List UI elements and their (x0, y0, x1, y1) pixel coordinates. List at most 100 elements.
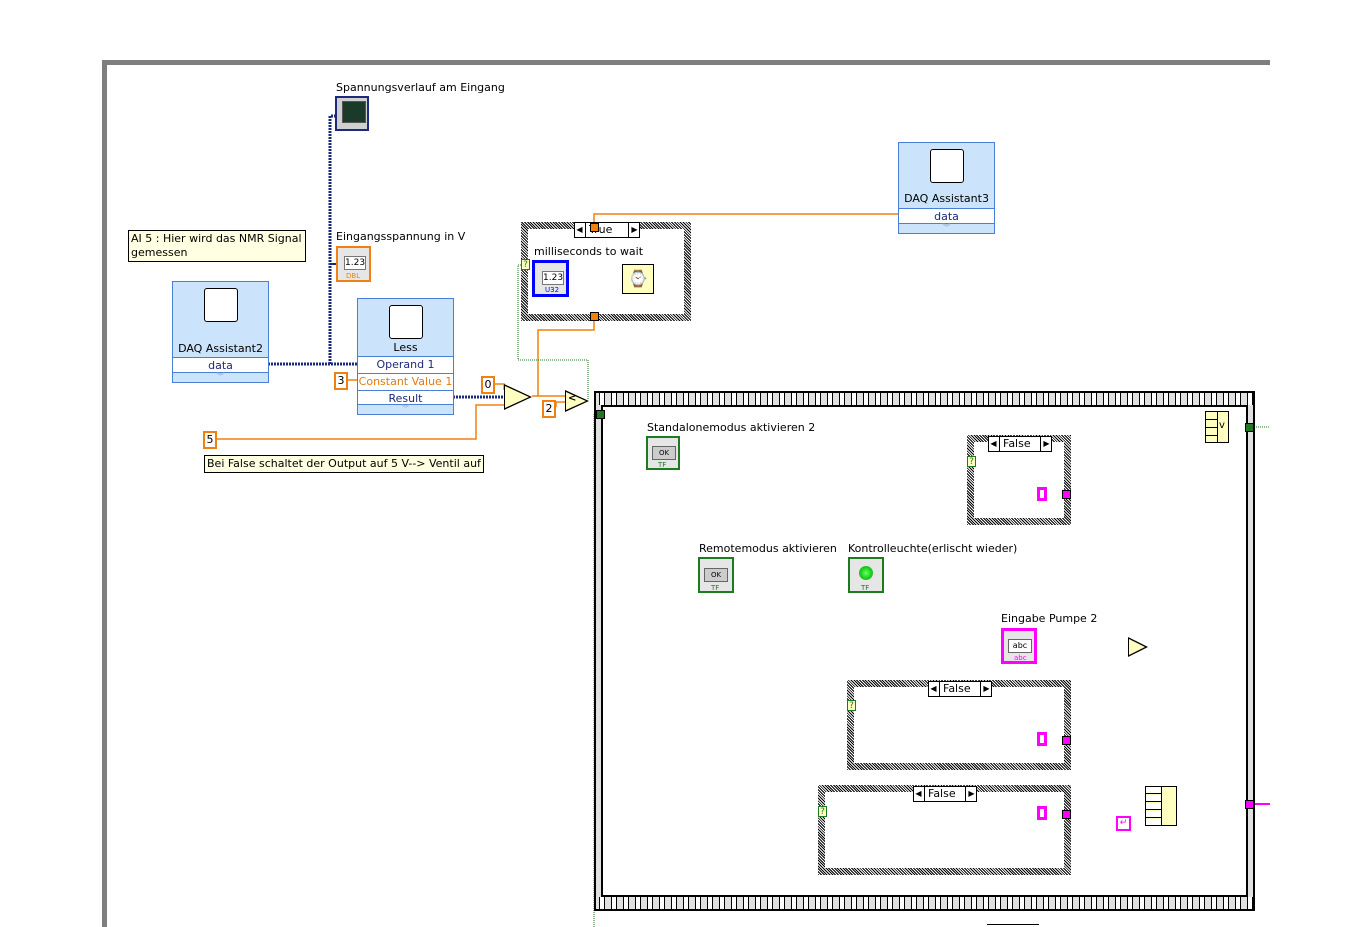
end-of-line-constant[interactable]: ↵ (1116, 816, 1131, 831)
case-selector-value: False (999, 437, 1041, 451)
loop-left-border (596, 405, 603, 897)
concat-inputs (1146, 787, 1162, 825)
graph-icon (342, 101, 366, 123)
case-tunnel-output (1062, 736, 1071, 745)
led-icon (859, 566, 873, 580)
graph-indicator-terminal[interactable] (335, 96, 369, 131)
ai5-comment: AI 5 : Hier wird das NMR Signal gemessen (128, 230, 306, 262)
constant-5[interactable]: 5 (203, 431, 217, 449)
constant-3[interactable]: 3 (334, 372, 348, 390)
case-tunnel-bottom (590, 312, 599, 321)
expand-chevron-icon[interactable]: ︾ (358, 404, 453, 414)
loop-top-border (596, 393, 1253, 407)
case-selector-terminal[interactable]: ? (521, 259, 530, 270)
pump-input-label: Eingabe Pumpe 2 (1001, 612, 1098, 625)
daq-assistant3-node[interactable]: DAQ Assistant3 data ︾ (898, 142, 995, 234)
ok-button-glyph: OK (704, 568, 728, 582)
empty-string-constant[interactable] (1037, 732, 1047, 746)
case-structure-a[interactable] (967, 435, 1071, 525)
case-tunnel-output (1062, 490, 1071, 499)
numeric-display: 1.23 (344, 256, 366, 270)
graph-indicator-label: Spannungsverlauf am Eingang (336, 81, 505, 94)
select-node-fill (505, 386, 529, 408)
compound-or-node[interactable]: v (1205, 411, 1229, 443)
numeric-indicator-label: Eingangsspannung in V (336, 230, 466, 243)
less-title: Less (393, 341, 418, 354)
less-result[interactable]: Result (358, 390, 453, 407)
case-selector-terminal[interactable]: ? (818, 806, 827, 817)
daq-assistant3-title: DAQ Assistant3 (904, 192, 989, 205)
case-selector-c[interactable]: ◀ False ▶ (913, 786, 977, 802)
empty-string-constant[interactable] (1037, 487, 1047, 501)
or-symbol: v (1219, 420, 1225, 431)
comparison-icon (388, 305, 423, 339)
less-operand2[interactable]: Constant Value 1 (358, 373, 453, 390)
next-case-icon[interactable]: ▶ (1043, 439, 1050, 448)
bool-type-label: TF (658, 461, 667, 469)
u32-type-label: U32 (545, 286, 560, 294)
watch-icon: ⌚ (628, 269, 648, 288)
case-selector-terminal[interactable]: ? (847, 700, 856, 711)
remote-button-terminal[interactable]: OK TF (698, 557, 734, 593)
next-case-icon[interactable]: ▶ (631, 225, 638, 234)
numeric-indicator-terminal[interactable]: 1.23 DBL (336, 246, 371, 282)
loop-tunnel-right-string (1245, 800, 1254, 809)
case-tunnel-top (590, 223, 599, 232)
control-light-terminal[interactable]: TF (848, 557, 884, 593)
loop-right-border (1246, 405, 1253, 897)
daq-assistant2-title: DAQ Assistant2 (178, 342, 263, 355)
case-selector-b[interactable]: ◀ False ▶ (928, 681, 992, 697)
constant-2[interactable]: 2 (542, 400, 556, 418)
case-structure-b[interactable] (847, 680, 1071, 770)
prev-case-icon[interactable]: ◀ (576, 225, 583, 234)
standalone-button-label: Standalonemodus aktivieren 2 (647, 421, 816, 434)
orange-wires (217, 213, 898, 440)
diagram-frame-top (102, 60, 1270, 65)
empty-string-test-fill (1129, 639, 1145, 655)
daq-assistant2-data-output[interactable]: data (173, 357, 268, 374)
case-tunnel-output (1062, 810, 1071, 819)
expand-chevron-icon[interactable]: ︾ (173, 372, 268, 382)
ok-button-glyph: OK (652, 446, 676, 460)
bottom-marker (987, 924, 1039, 925)
wait-timer-node[interactable]: ⌚ (622, 264, 654, 294)
false-output-comment: Bei False schaltet der Output auf 5 V-->… (204, 455, 484, 473)
constant-0[interactable]: 0 (481, 376, 495, 394)
numeric-type-label: DBL (346, 272, 361, 280)
ms-to-wait-label: milliseconds to wait (534, 245, 644, 258)
or-inputs-divider (1206, 412, 1218, 442)
case-selector-value: False (924, 787, 966, 801)
string-type-label: abc (1014, 654, 1027, 662)
next-case-icon[interactable]: ▶ (983, 684, 990, 693)
prev-case-icon[interactable]: ◀ (990, 439, 997, 448)
loop-tunnel-right (1245, 423, 1254, 432)
daq-assistant3-data-input[interactable]: data (899, 208, 994, 225)
daq-assistant2-node[interactable]: DAQ Assistant2 data ︾ (172, 281, 269, 383)
standalone-button-terminal[interactable]: OK TF (646, 436, 680, 470)
remote-button-label: Remotemodus aktivieren (699, 542, 837, 555)
loop-tunnel-left (596, 410, 605, 419)
empty-string-constant[interactable] (1037, 806, 1047, 820)
case-selector-value: False (939, 682, 981, 696)
pump-input-terminal[interactable]: abc abc (1001, 628, 1037, 664)
prev-case-icon[interactable]: ◀ (930, 684, 937, 693)
bool-type-label: TF (711, 584, 720, 592)
bool-type-label: TF (861, 584, 870, 592)
daq-icon (203, 288, 238, 322)
case-selector-a[interactable]: ◀ False ▶ (988, 436, 1052, 452)
prev-case-icon[interactable]: ◀ (915, 789, 922, 798)
diagram-frame-left (102, 60, 107, 927)
case-selector-terminal[interactable]: ? (967, 456, 976, 467)
less-than-node-fill (566, 392, 586, 410)
less-than-symbol: < (568, 393, 577, 404)
next-case-icon[interactable]: ▶ (968, 789, 975, 798)
expand-chevron-icon[interactable]: ︾ (899, 223, 994, 233)
loop-bottom-border (596, 895, 1253, 909)
numeric-control-display: 1.23 (542, 271, 564, 285)
control-light-label: Kontrolleuchte(erlischt wieder) (848, 542, 1018, 555)
ms-to-wait-control[interactable]: 1.23 U32 (532, 260, 569, 297)
concatenate-strings-node[interactable] (1145, 786, 1177, 826)
case-selector-wait[interactable]: ◀ True ▶ (574, 222, 640, 238)
less-operand1[interactable]: Operand 1 (358, 356, 453, 373)
less-node[interactable]: Less Operand 1 Constant Value 1 Result ︾ (357, 298, 454, 415)
